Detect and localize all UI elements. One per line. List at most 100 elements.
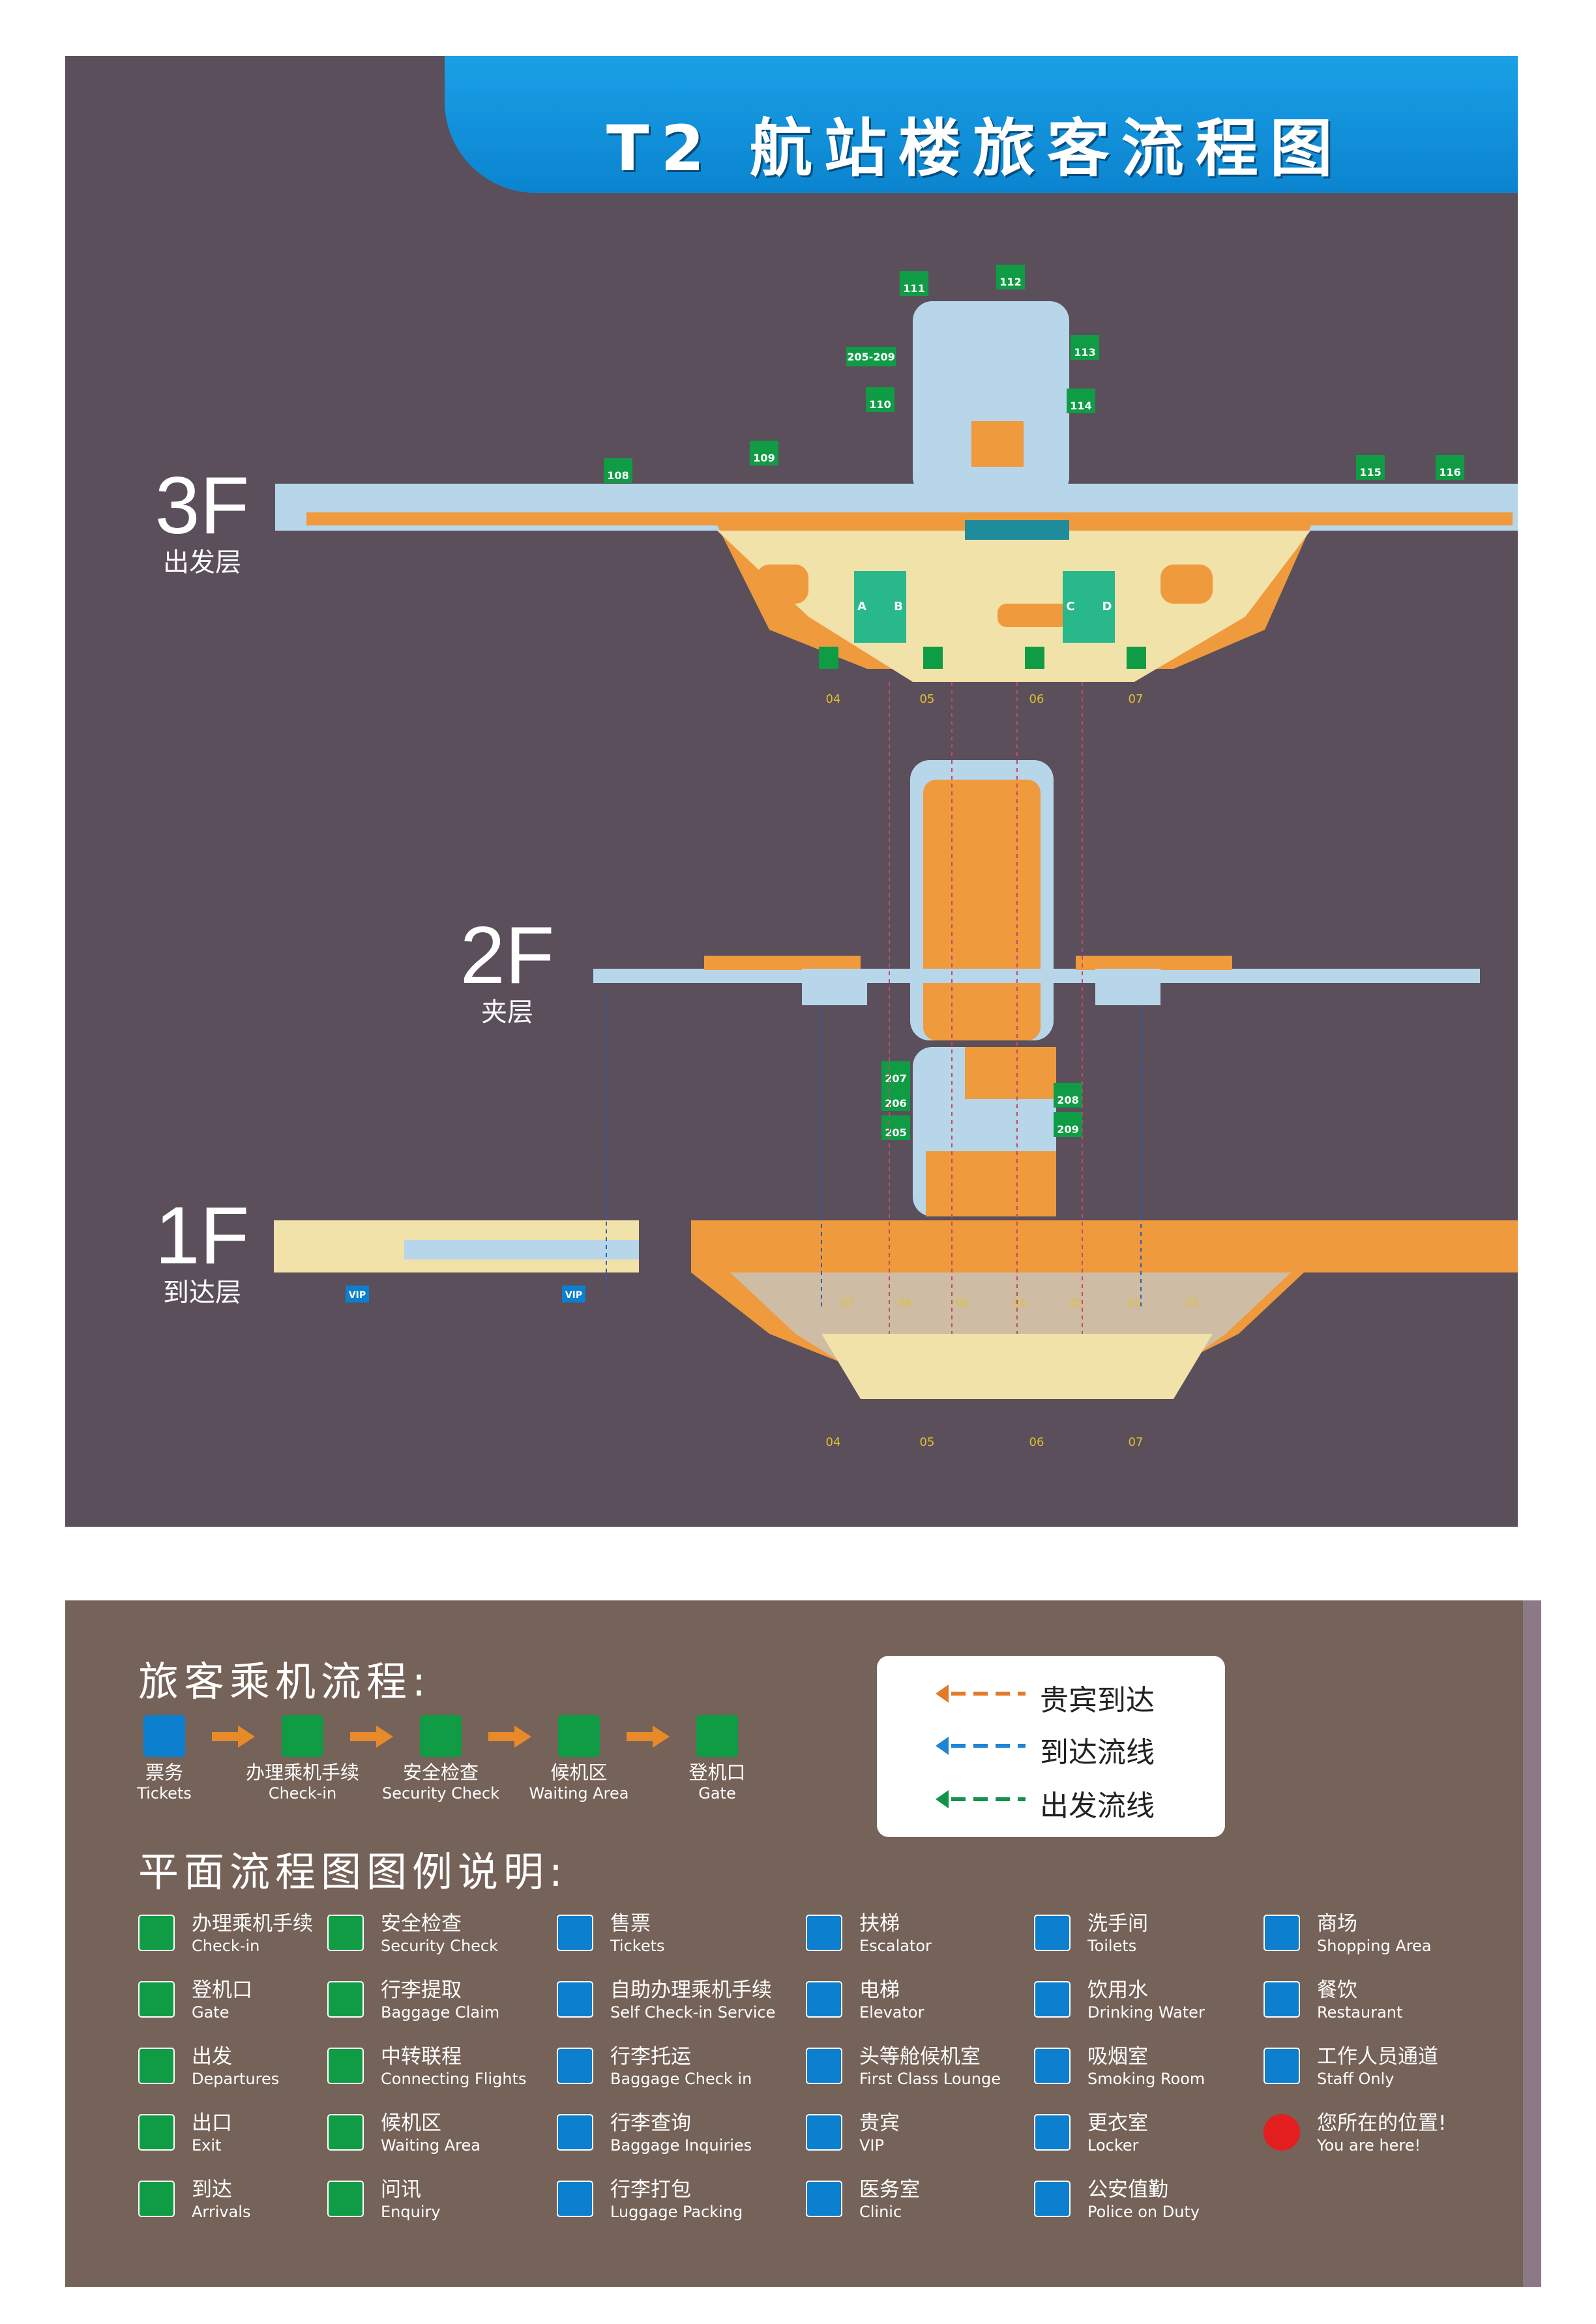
process-arrow <box>350 1726 393 1748</box>
legend-label-en: VIP <box>859 2136 884 2155</box>
legend-label-cn: 行李查询 <box>610 2111 691 2135</box>
flow-line-key: 贵宾到达 到达流线 出发流线 <box>877 1656 1225 1837</box>
door-label: 05 <box>920 1435 935 1449</box>
legend-panel: 旅客乘机流程: 票务 Tickets 办理乘机手续 Check-in 安全检查 … <box>65 1600 1541 2287</box>
enquiry-icon <box>327 2181 364 2217</box>
vip-icon <box>806 2114 842 2151</box>
legend-label-en: Baggage Inquiries <box>610 2136 752 2155</box>
step-label-cn: 票务 <box>145 1761 183 1784</box>
legend-item-lounge: 头等舱候机室 First Class Lounge <box>806 2044 1041 2096</box>
staff-icon <box>1264 2048 1300 2084</box>
tickets-icon <box>557 1915 593 1951</box>
legend-label-en: Luggage Packing <box>610 2203 743 2221</box>
legend-label-en: Restaurant <box>1317 2003 1403 2022</box>
door-label: 06 <box>1029 1435 1044 1449</box>
smoking-icon <box>1034 2048 1071 2084</box>
gate-label: 209 <box>1057 1123 1078 1136</box>
arrivals-icon <box>138 2181 175 2217</box>
security-icon <box>327 1915 364 1951</box>
legend-label-cn: 售票 <box>610 1912 651 1935</box>
legend-label-cn: 吸烟室 <box>1087 2045 1148 2068</box>
floor-1f-plan: 207 206 205 208 209 04 05 06 07 07 06 05… <box>274 1047 1518 1449</box>
door-label: 04 <box>826 1435 841 1449</box>
gate-label: 207 <box>885 1072 906 1085</box>
legend-label-en: Self Check-in Service <box>610 2003 776 2022</box>
flow-line-vip: 贵宾到达 <box>936 1675 1209 1717</box>
step-label-en: Tickets <box>137 1784 192 1802</box>
police-icon <box>1034 2181 1071 2217</box>
carousel-label: 07 <box>841 1297 854 1309</box>
legend-label-cn: 您所在的位置! <box>1317 2111 1447 2135</box>
vip-label: VIP <box>565 1290 582 1301</box>
gate-label: 205 <box>885 1126 906 1139</box>
zone-label: D <box>1102 600 1112 613</box>
legend-label-cn: 头等舱候机室 <box>859 2045 981 2068</box>
checkin-icon <box>282 1715 323 1757</box>
legend-title: 平面流程图图例说明: <box>138 1848 568 1896</box>
departures-icon <box>138 2048 175 2084</box>
gate-label: 112 <box>999 276 1021 288</box>
legend-label-en: Locker <box>1087 2136 1139 2155</box>
legend-label-cn: 商场 <box>1317 1912 1357 1935</box>
vertical-flow-lines <box>606 682 1142 1334</box>
door-label: 05 <box>920 692 935 706</box>
legend-label-en: You are here! <box>1317 2136 1421 2155</box>
legend-label-cn: 到达 <box>192 2178 232 2201</box>
legend-label-cn: 自助办理乘机手续 <box>610 1978 772 2002</box>
gate-label: 208 <box>1057 1094 1078 1106</box>
legend-label-cn: 中转联程 <box>381 2045 462 2068</box>
carousel-label: 01 <box>1185 1297 1198 1309</box>
step-label-en: Security Check <box>381 1784 499 1802</box>
gate-label: 109 <box>753 452 775 464</box>
process-step-tickets: 票务 Tickets <box>99 1715 229 1802</box>
legend-label-cn: 洗手间 <box>1087 1912 1148 1935</box>
gate-label: 108 <box>607 469 628 482</box>
exit-icon <box>138 2114 175 2151</box>
legend-label-en: Check-in <box>192 1937 260 1955</box>
restaurant-icon <box>1264 1981 1300 2018</box>
legend-label-en: Elevator <box>859 2003 924 2022</box>
lounge-icon <box>806 2048 842 2084</box>
tickets-icon <box>143 1715 185 1757</box>
legend-label-en: Waiting Area <box>381 2136 480 2155</box>
floor-code: 3F <box>155 461 250 551</box>
process-arrow <box>488 1726 531 1748</box>
floor-name: 到达层 <box>163 1278 241 1308</box>
legend-label-en: First Class Lounge <box>859 2070 1001 2088</box>
arrival-flow-arrow <box>936 1737 1026 1755</box>
process-arrow <box>212 1726 255 1748</box>
carousel-label: 03 <box>1071 1297 1084 1309</box>
floor-label-3f: 3F 出发层 <box>137 465 267 579</box>
gate-label: 206 <box>885 1097 906 1110</box>
gate-icon <box>696 1715 738 1757</box>
process-title: 旅客乘机流程: <box>138 1658 431 1705</box>
legend-label-cn: 行李托运 <box>610 2045 691 2068</box>
gate-label: 113 <box>1074 346 1095 359</box>
zone-label: A <box>857 600 866 613</box>
door-label: 07 <box>1129 692 1144 706</box>
title-banner <box>445 56 1518 193</box>
page-title: T2 航站楼旅客流程图 <box>606 112 1344 185</box>
flow-line-departure: 出发流线 <box>936 1781 1209 1823</box>
flow-line-label: 到达流线 <box>1040 1736 1155 1769</box>
floor-code: 1F <box>155 1191 250 1281</box>
zone-label: C <box>1066 600 1074 613</box>
process-step-waiting: 候机区 Waiting Area <box>514 1715 644 1802</box>
security-icon <box>420 1715 462 1757</box>
vip-label: VIP <box>349 1290 366 1301</box>
